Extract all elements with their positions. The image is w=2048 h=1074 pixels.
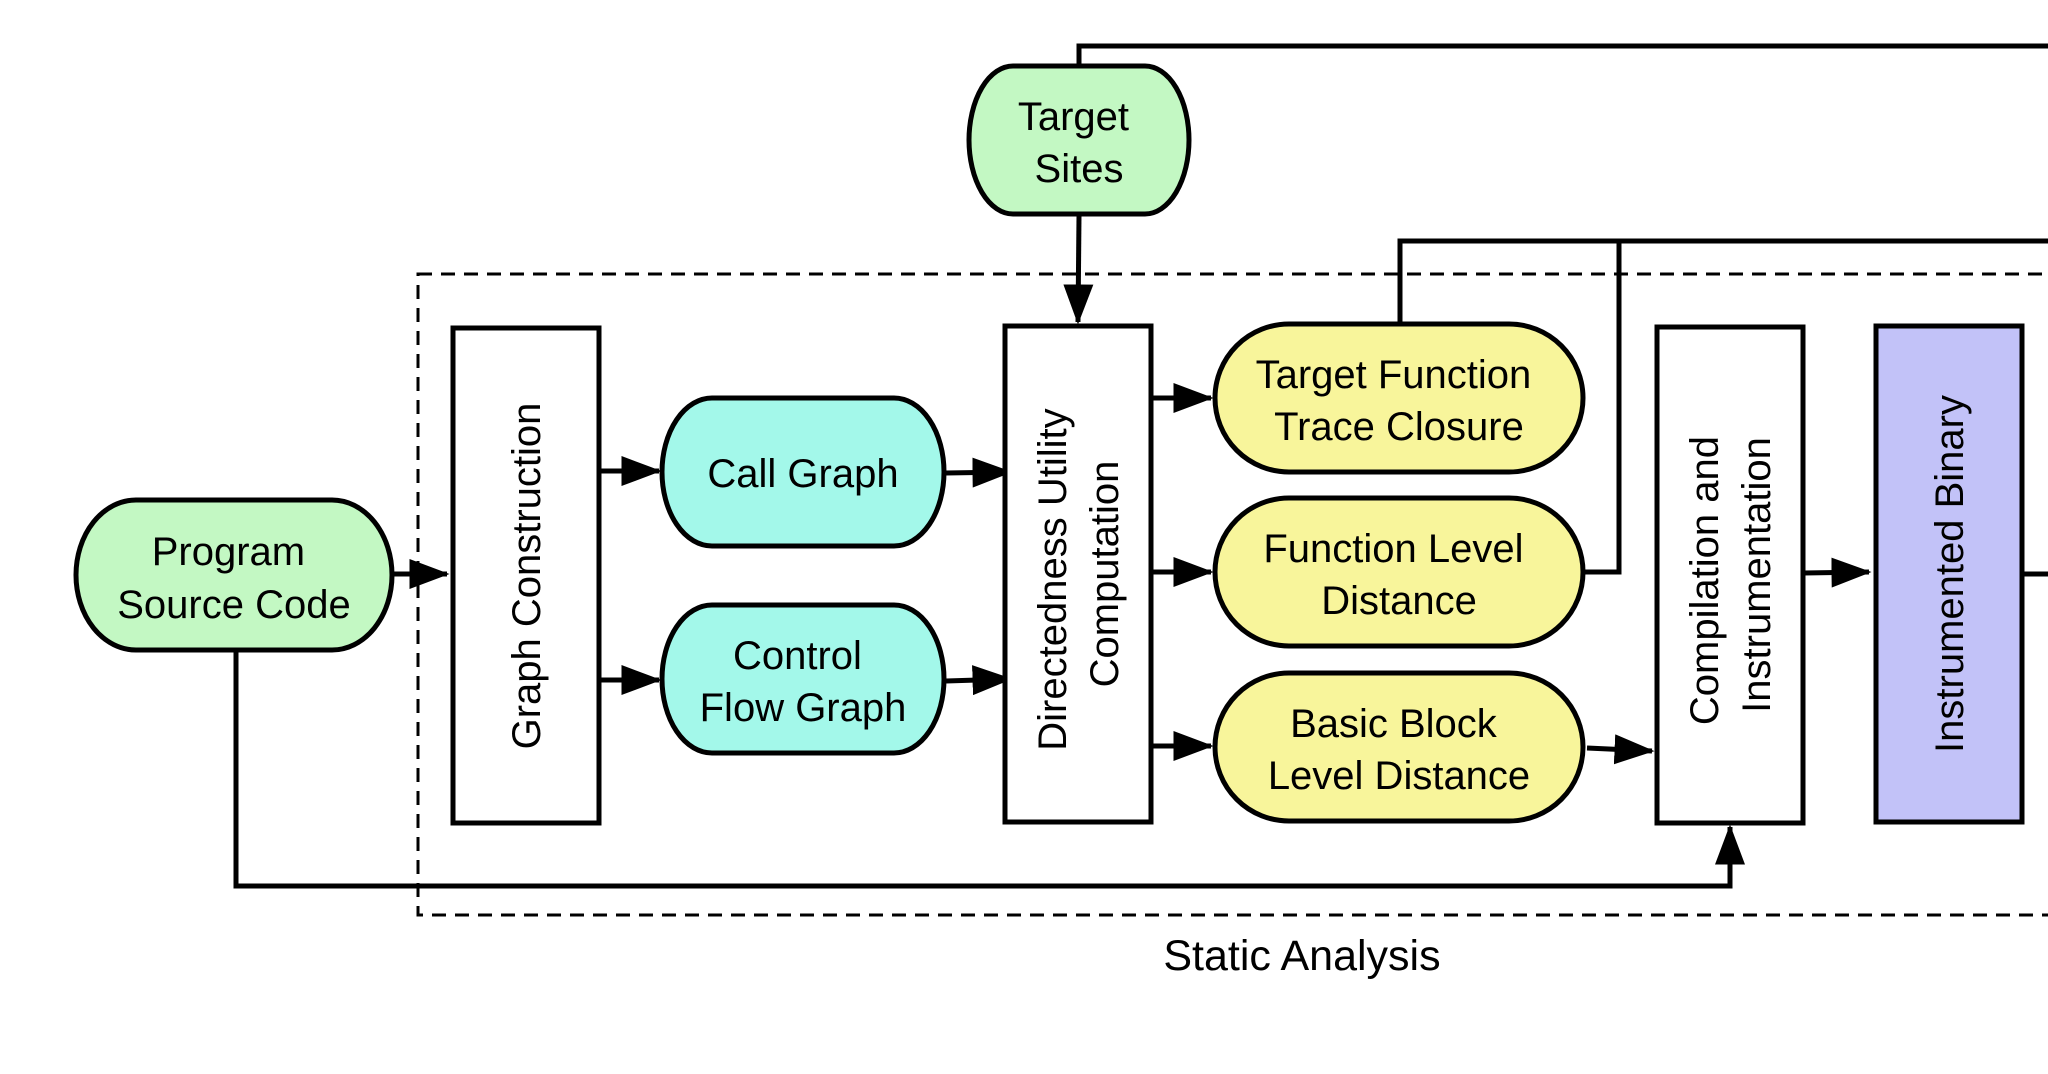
trace-closure-node: Target Function Trace Closure	[1212, 321, 1586, 475]
call-graph-node: Call Graph	[659, 395, 947, 549]
program-source-node: Program Source Code	[73, 497, 395, 653]
program-source-shape	[73, 497, 395, 653]
binary-shape	[1873, 323, 2025, 825]
static-analysis-region	[416, 272, 2048, 917]
directedness-label: Directedness Utility Computation	[1031, 397, 1127, 750]
static-analysis-label: Static Analysis	[1163, 932, 1440, 980]
binary-label: Instrumented Binary	[1928, 395, 1972, 753]
function-distance-label: Function Level Distance	[1263, 527, 1534, 623]
target-sites-node: Target Sites	[966, 63, 1192, 217]
cfg-label: Control Flow Graph	[700, 634, 907, 730]
edge-bb-distance-to-compilation	[1586, 734, 1655, 765]
binary-node: Instrumented Binary	[1873, 323, 2025, 825]
program-source-label: Program Source Code	[117, 530, 350, 627]
edge-cfg-to-directedness	[945, 665, 1013, 696]
bb-distance-node: Basic Block Level Distance	[1212, 670, 1586, 824]
graph-construction-node: Graph Construction	[450, 325, 602, 826]
compilation-node: Compilation and Instrumentation	[1654, 324, 1806, 826]
graph-construction-label: Graph Construction	[505, 403, 549, 750]
edge-trace-closure-to-right	[1397, 238, 2048, 322]
edge-call-graph-to-directedness	[945, 457, 1013, 488]
directedness-node: Directedness Utility Computation	[1002, 323, 1154, 825]
graph-construction-shape	[450, 325, 602, 826]
edge-compilation-to-binary	[1803, 557, 1872, 588]
edge-source-to-compilation	[233, 652, 1745, 889]
call-graph-label: Call Graph	[707, 452, 898, 496]
trace-closure-label: Target Function Trace Closure	[1256, 353, 1543, 449]
function-distance-node: Function Level Distance	[1212, 495, 1586, 649]
function-distance-shape	[1212, 495, 1586, 649]
edge-function-distance-to-right	[1584, 241, 1622, 575]
trace-closure-shape	[1212, 321, 1586, 475]
cfg-shape	[659, 602, 947, 756]
bb-distance-label: Basic Block Level Distance	[1268, 702, 1530, 798]
target-sites-shape	[966, 63, 1192, 217]
compilation-label: Compilation and Instrumentation	[1683, 425, 1779, 725]
edge-target-sites-to-right	[1076, 43, 2048, 64]
bb-distance-shape	[1212, 670, 1586, 824]
directedness-shape	[1002, 323, 1154, 825]
edges	[233, 43, 2048, 889]
call-graph-shape	[659, 395, 947, 549]
compilation-shape	[1654, 324, 1806, 826]
target-sites-label: Target Sites	[1018, 95, 1140, 191]
edge-target-sites-to-directedness	[1063, 215, 1094, 325]
cfg-node: Control Flow Graph	[659, 602, 947, 756]
